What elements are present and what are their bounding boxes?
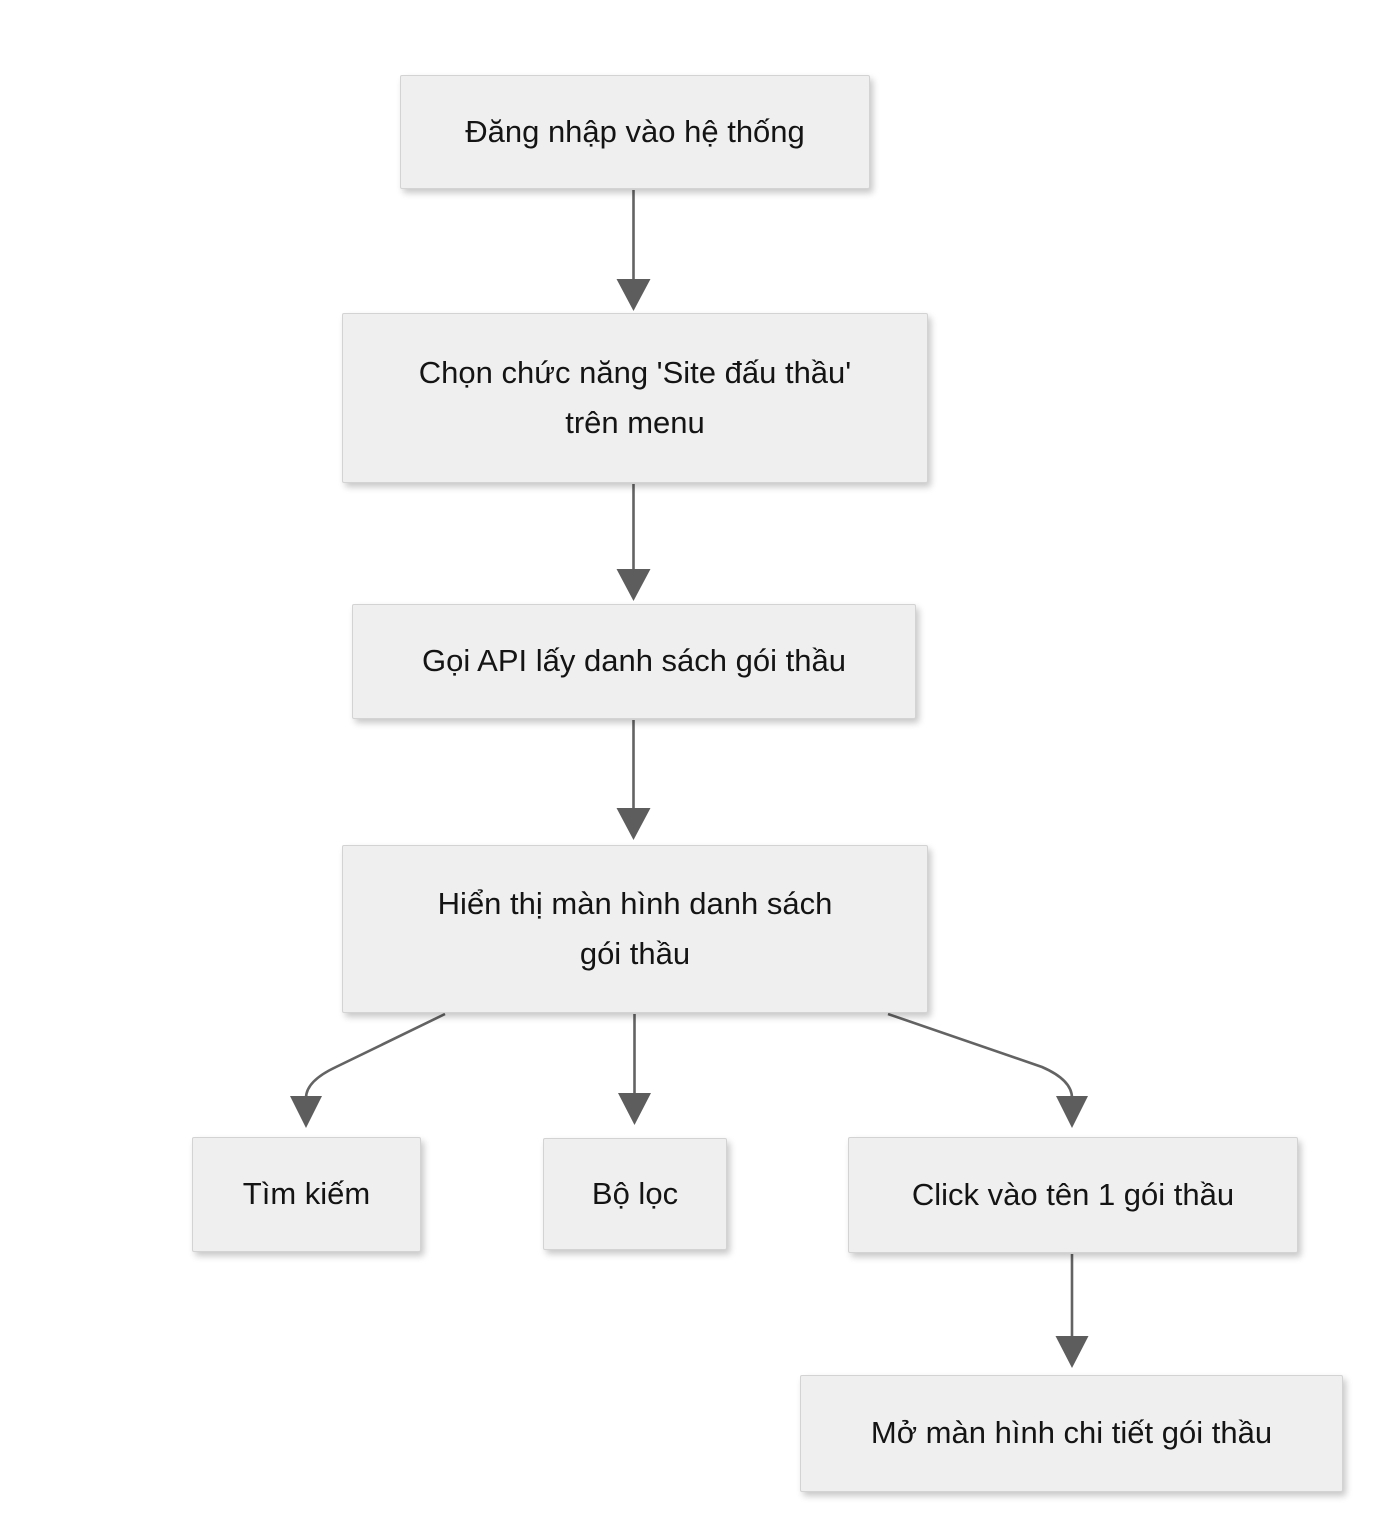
flow-node-call-api: Gọi API lấy danh sách gói thầu [352,604,916,719]
flow-node-open-detail: Mở màn hình chi tiết gói thầu [800,1375,1343,1492]
flow-node-select-menu: Chọn chức năng 'Site đấu thầu' trên menu [342,313,928,483]
arrow-show-list-to-click-name [887,1012,1088,1128]
arrow-call-api-to-show-list [616,720,651,840]
arrow-show-list-to-filter [618,1014,651,1125]
flow-node-click-name: Click vào tên 1 gói thầu [848,1137,1298,1253]
arrow-show-list-to-search [290,1012,446,1128]
flow-node-login: Đăng nhập vào hệ thống [400,75,870,189]
flow-node-filter: Bộ lọc [543,1138,727,1250]
arrow-login-to-select-menu [616,190,651,311]
arrow-click-name-to-open-detail [1055,1254,1089,1368]
flow-node-search: Tìm kiếm [192,1137,421,1252]
flow-node-show-list: Hiển thị màn hình danh sách gói thầu [342,845,928,1013]
arrow-select-menu-to-call-api [616,484,651,601]
